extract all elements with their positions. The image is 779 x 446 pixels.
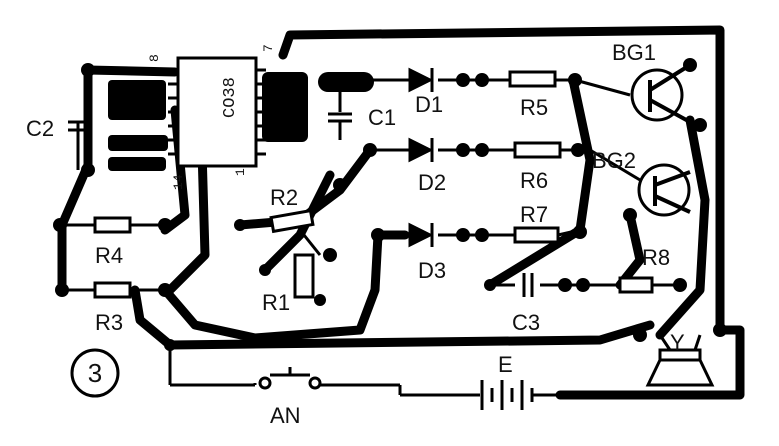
ic-pin-1-label: 1	[233, 168, 248, 176]
resistor-r4	[93, 216, 132, 234]
r1-wiper	[298, 229, 322, 256]
d1-pad	[318, 72, 374, 92]
diode-d2	[408, 137, 434, 163]
transistors	[630, 68, 691, 217]
coil-block-bottom	[108, 157, 166, 171]
ic-pin-8-label: 8	[147, 54, 162, 62]
resistor-r5	[508, 70, 557, 88]
battery-e	[470, 380, 545, 410]
label-c3: C3	[512, 310, 540, 335]
resistor-r3	[93, 281, 132, 299]
capacitor-c1	[328, 92, 352, 140]
resistor-r6	[513, 141, 562, 159]
speaker-y	[645, 348, 715, 387]
resistors	[93, 70, 654, 299]
resistor-r2	[269, 208, 315, 234]
label-d2: D2	[418, 170, 446, 195]
transistor-leads	[648, 63, 692, 214]
ic-co38: CO38 8 7 14 1	[147, 44, 276, 190]
label-r3: R3	[95, 310, 123, 335]
ic-part-label: CO38	[221, 77, 240, 118]
figure-number-circle	[70, 348, 120, 398]
coil-block-mid	[108, 135, 168, 151]
label-r5: R5	[520, 95, 548, 120]
label-c2: C2	[26, 116, 54, 141]
ic-pin-7-label: 7	[261, 44, 276, 52]
capacitor-c3	[522, 273, 534, 297]
transistor-bg1	[630, 68, 684, 122]
label-c1: C1	[368, 105, 396, 130]
label-bg2: BG2	[592, 148, 636, 173]
thin-traces	[60, 78, 680, 397]
resistor-r7	[513, 226, 560, 244]
switch-an	[258, 367, 322, 390]
label-r7: R7	[520, 202, 548, 227]
diode-d3	[408, 222, 434, 248]
label-bg1: BG1	[612, 40, 656, 65]
ic-pin-14-label: 14	[171, 174, 186, 190]
label-r2: R2	[270, 185, 298, 210]
solder-pads	[53, 58, 727, 351]
label-e: E	[498, 352, 513, 377]
resistor-r8	[618, 276, 654, 294]
figure-number: 3	[88, 358, 102, 388]
label-y: Y	[670, 330, 685, 355]
diodes	[408, 67, 434, 248]
copper-pads	[108, 72, 374, 171]
label-r4: R4	[95, 243, 123, 268]
component-labels: C2 C1 D1 D2 D3 R1 R2 R3 R4 R5 R6 R7 R8 C…	[26, 40, 685, 428]
potentiometer-r1	[293, 253, 315, 299]
label-r1: R1	[262, 290, 290, 315]
capacitor-c2	[68, 120, 88, 142]
label-an: AN	[270, 403, 301, 428]
ic-pins	[168, 68, 266, 156]
label-r6: R6	[520, 168, 548, 193]
label-d3: D3	[418, 258, 446, 283]
label-d1: D1	[415, 92, 443, 117]
label-r8: R8	[642, 245, 670, 270]
coil-block-top	[108, 80, 166, 120]
diode-d1	[408, 67, 434, 93]
ic-body	[176, 56, 258, 168]
ic-right-block	[262, 72, 308, 142]
